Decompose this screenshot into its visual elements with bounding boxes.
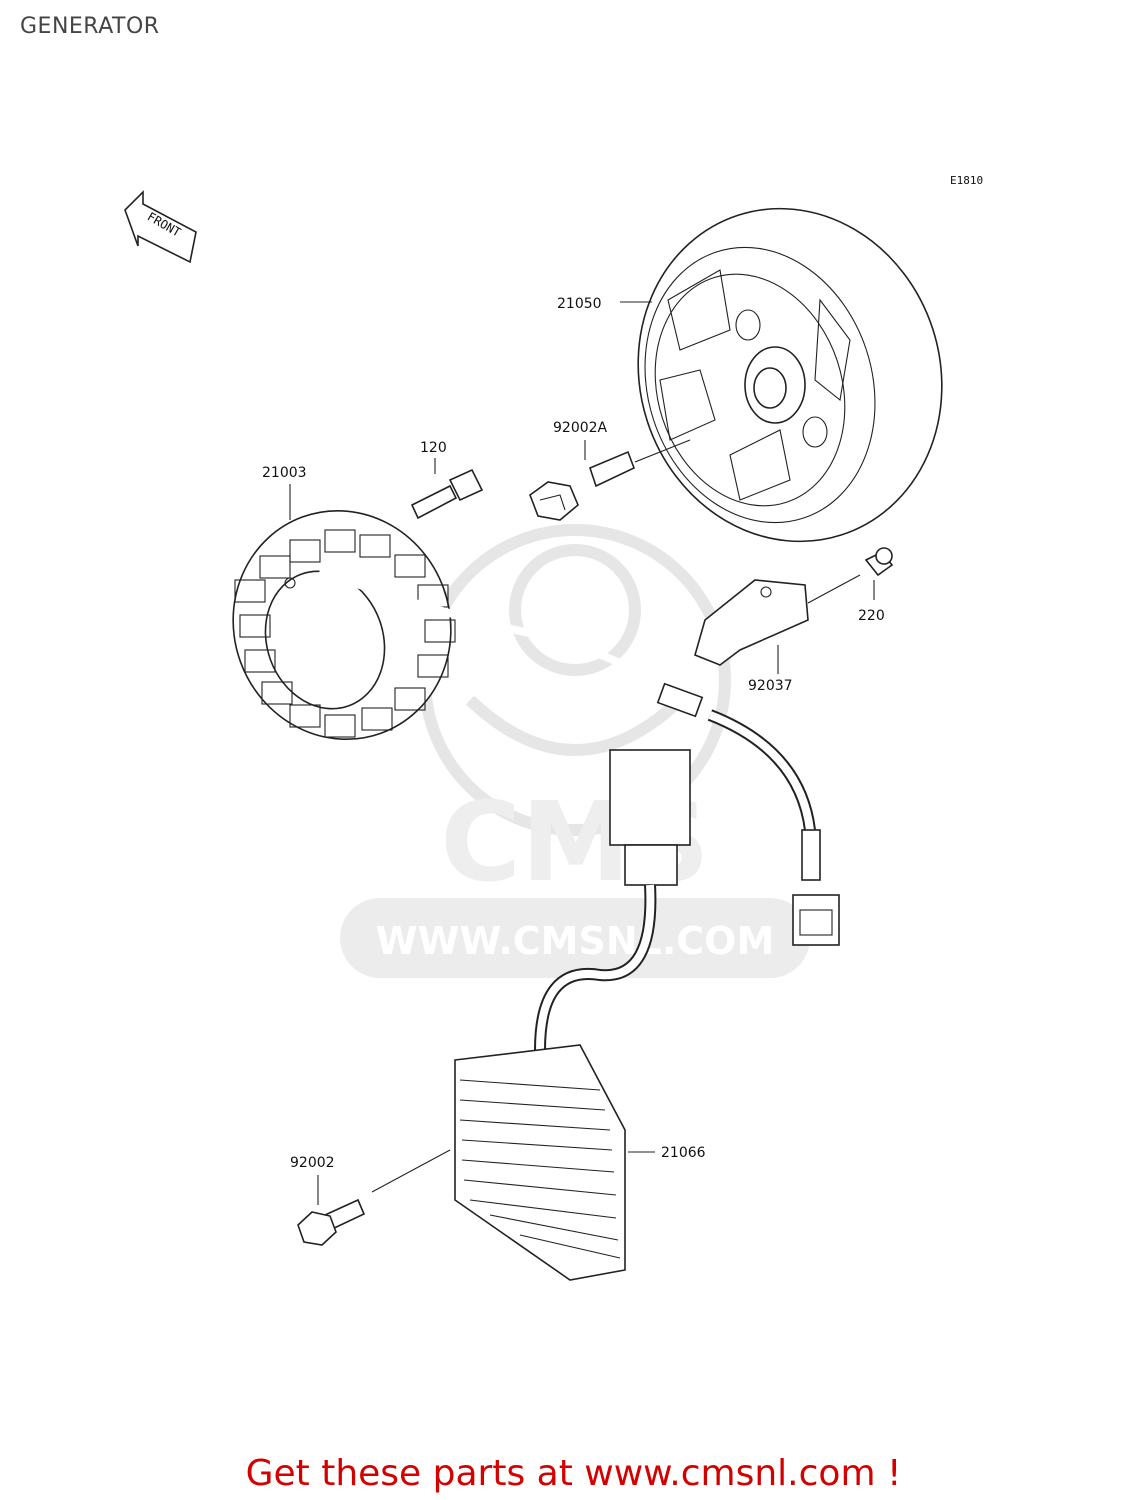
label-92002a: 92002A bbox=[553, 420, 608, 436]
stator-wire-harness bbox=[318, 566, 840, 946]
page-title: GENERATOR bbox=[20, 14, 160, 39]
label-92002: 92002 bbox=[290, 1155, 335, 1171]
regulator-rectifier bbox=[454, 1044, 655, 1281]
diagram-code: E1810 bbox=[950, 174, 983, 187]
watermark-url: WWW.CMSNL.COM bbox=[376, 919, 775, 963]
label-220: 220 bbox=[858, 608, 885, 624]
label-21003: 21003 bbox=[262, 465, 307, 481]
regulator-bolt bbox=[297, 1149, 451, 1246]
bracket-bolt bbox=[864, 547, 894, 600]
regulator-connector bbox=[534, 749, 691, 1051]
wire-bracket bbox=[694, 574, 861, 674]
flywheel-bolt bbox=[529, 439, 691, 521]
label-92037: 92037 bbox=[748, 678, 793, 694]
label-21050: 21050 bbox=[557, 296, 602, 312]
stator-coil bbox=[232, 484, 456, 741]
stator-screw bbox=[410, 458, 484, 520]
front-arrow-icon: FRONT bbox=[124, 190, 197, 264]
label-21066: 21066 bbox=[661, 1145, 706, 1161]
footer-cta-link[interactable]: Get these parts at www.cmsnl.com ! bbox=[245, 1453, 902, 1494]
label-120: 120 bbox=[420, 440, 447, 456]
rotor-flywheel bbox=[620, 207, 943, 543]
